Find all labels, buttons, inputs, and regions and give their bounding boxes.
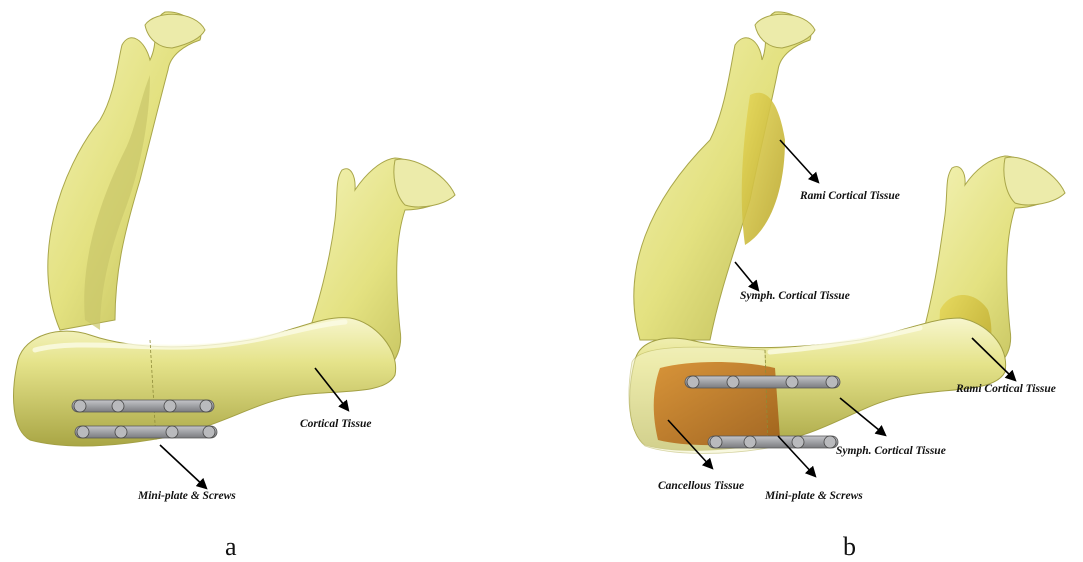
left-condyle (755, 14, 815, 48)
label-rami-cortical-upper: Rami Cortical Tissue (800, 190, 900, 202)
label-cortical-tissue: Cortical Tissue (300, 418, 371, 430)
mini-plate-lower (708, 436, 838, 448)
panel-a: Cortical Tissue Mini-plate & Screws a (0, 0, 540, 562)
mandible-model-b (540, 0, 1083, 562)
arrow-rami-upper (780, 140, 818, 182)
mini-plate-upper (72, 400, 214, 412)
mini-plate-lower (75, 426, 217, 438)
label-symph-cortical-upper: Symph. Cortical Tissue (740, 290, 850, 302)
right-condyle (1004, 157, 1065, 205)
mini-plate-upper (685, 376, 840, 388)
right-condyle (394, 159, 455, 207)
label-symph-cortical-lower: Symph. Cortical Tissue (836, 445, 946, 457)
mandible-model-a (0, 0, 540, 562)
arrow-miniplate (160, 445, 206, 488)
label-rami-cortical-right: Rami Cortical Tissue (956, 383, 1056, 395)
arrow-symph-upper (735, 262, 758, 290)
cancellous-region (654, 362, 780, 445)
caption-a: a (225, 532, 237, 562)
label-mini-plate-screws: Mini-plate & Screws (765, 490, 863, 502)
rami-cortical-region-left (742, 93, 785, 245)
panel-b: Rami Cortical Tissue Symph. Cortical Tis… (540, 0, 1083, 562)
label-cancellous-tissue: Cancellous Tissue (658, 480, 744, 492)
label-mini-plate-screws: Mini-plate & Screws (138, 490, 236, 502)
left-condyle (145, 14, 205, 48)
caption-b: b (843, 532, 856, 562)
